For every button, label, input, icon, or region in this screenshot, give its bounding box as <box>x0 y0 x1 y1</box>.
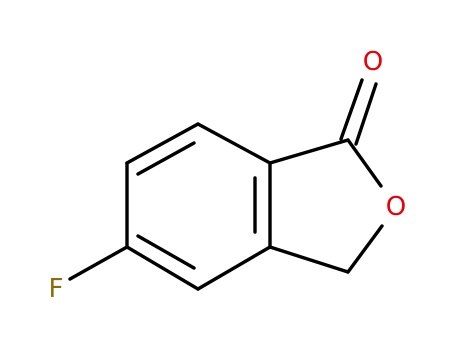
atom-label-fluorine: F <box>49 274 64 304</box>
atom-label-carbonyl-oxygen: O <box>363 47 383 77</box>
bond-ch2-c7 <box>268 245 350 274</box>
bond-inner-bottom <box>136 234 196 270</box>
bond-lines <box>68 78 384 291</box>
bond-c4-c5 <box>125 122 200 165</box>
bond-inner-top <box>136 141 196 176</box>
bond-c5-c6 <box>196 122 272 165</box>
bond-c6-carbonyl-carbon <box>268 138 350 165</box>
bond-c8-c3 <box>125 245 200 291</box>
bond-c3-fluorine <box>68 245 129 281</box>
bond-carbonyl-b <box>354 82 378 146</box>
bond-c7-c8 <box>196 245 272 291</box>
atom-labels: F O O <box>49 47 407 304</box>
bond-carbonyl-carbon-ring-o <box>346 138 383 188</box>
atom-label-ring-oxygen: O <box>386 192 406 222</box>
bond-carbonyl-a <box>339 78 364 141</box>
bond-ring-o-ch2 <box>346 224 384 274</box>
